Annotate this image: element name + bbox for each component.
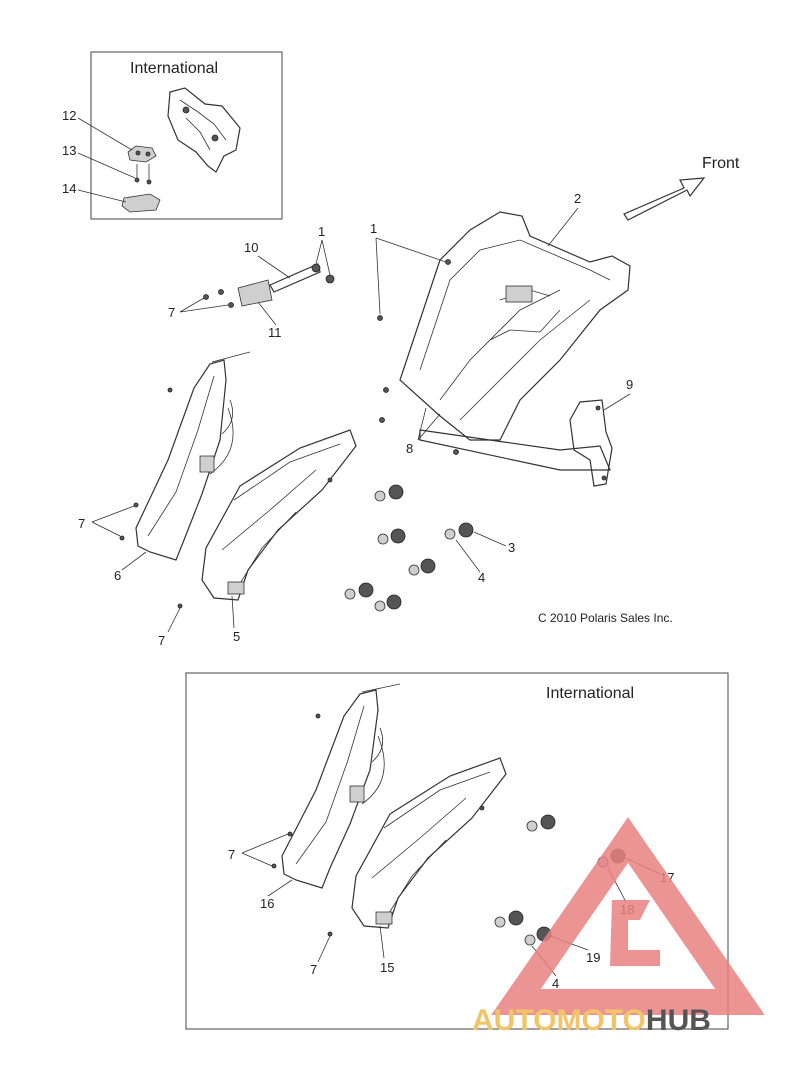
callout-1-frame: 1 bbox=[370, 221, 377, 236]
bulb-socket bbox=[494, 910, 524, 928]
bulb-socket bbox=[444, 522, 474, 540]
copyright-text: C 2010 Polaris Sales Inc. bbox=[538, 611, 673, 625]
international-inset-top: International 12 13 14 bbox=[62, 51, 283, 220]
bulb-socket bbox=[377, 528, 406, 545]
callout-7-inset-upper: 7 bbox=[228, 847, 235, 862]
bulb-group-main: 3 4 bbox=[344, 484, 515, 612]
callout-12: 12 bbox=[62, 108, 76, 123]
callout-2: 2 bbox=[574, 191, 581, 206]
callout-10: 10 bbox=[244, 240, 258, 255]
bulb-socket bbox=[374, 594, 402, 612]
callout-7-left: 7 bbox=[78, 516, 85, 531]
watermark-brand-part1: AUTOMOTO bbox=[472, 1004, 646, 1037]
callout-7-lower: 7 bbox=[158, 633, 165, 648]
front-arrow-icon bbox=[623, 177, 706, 221]
callout-19: 19 bbox=[586, 950, 600, 965]
watermark-brand-part2: HUB bbox=[646, 1004, 711, 1037]
inset-title: International bbox=[546, 685, 634, 702]
callout-9: 9 bbox=[626, 377, 633, 392]
inset-title: International bbox=[130, 60, 218, 77]
front-direction-arrow: Front bbox=[623, 155, 740, 221]
callout-3: 3 bbox=[508, 540, 515, 555]
bulb-socket bbox=[408, 558, 436, 576]
warning-triangle-logo bbox=[491, 817, 765, 1015]
part-16-headlight-left bbox=[271, 683, 401, 889]
callout-13: 13 bbox=[62, 143, 76, 158]
upper-mount-assembly: 10 1 11 7 bbox=[168, 224, 335, 340]
callout-15: 15 bbox=[380, 960, 394, 975]
callout-14: 14 bbox=[62, 181, 76, 196]
callout-16: 16 bbox=[260, 896, 274, 911]
part-6-headlight-left: 7 6 bbox=[78, 351, 251, 583]
part-10-rod bbox=[269, 263, 321, 293]
inset-frame bbox=[90, 51, 283, 220]
bulb-socket bbox=[374, 484, 404, 502]
front-label: Front bbox=[702, 155, 740, 172]
automotohub-watermark: AUTOMOTOHUB bbox=[472, 817, 765, 1037]
callout-7-inset-lower: 7 bbox=[310, 962, 317, 977]
part-2-headlight-frame: 1 2 8 bbox=[370, 191, 631, 471]
callout-6: 6 bbox=[114, 568, 121, 583]
mounting-bracket-part bbox=[167, 87, 241, 173]
callout-5: 5 bbox=[233, 629, 240, 644]
callout-1-top: 1 bbox=[318, 224, 325, 239]
watermark-brand: AUTOMOTOHUB bbox=[472, 1004, 711, 1037]
callout-11: 11 bbox=[268, 325, 282, 340]
callout-7-upper: 7 bbox=[168, 305, 175, 320]
part-5-headlight-right: 7 5 bbox=[158, 429, 357, 648]
part-15-headlight-right bbox=[327, 757, 507, 937]
bulb-socket bbox=[526, 814, 556, 832]
inset-frame bbox=[185, 672, 729, 1030]
part-14-pad bbox=[121, 193, 161, 213]
callout-4-inset: 4 bbox=[552, 976, 559, 991]
part-12-clip bbox=[127, 145, 157, 163]
part-9-bracket: 9 bbox=[569, 377, 633, 487]
part-13-screws bbox=[134, 164, 152, 185]
callout-8: 8 bbox=[406, 441, 413, 456]
callout-4: 4 bbox=[478, 570, 485, 585]
part-11-plate bbox=[237, 279, 273, 307]
bulb-socket bbox=[344, 582, 374, 600]
